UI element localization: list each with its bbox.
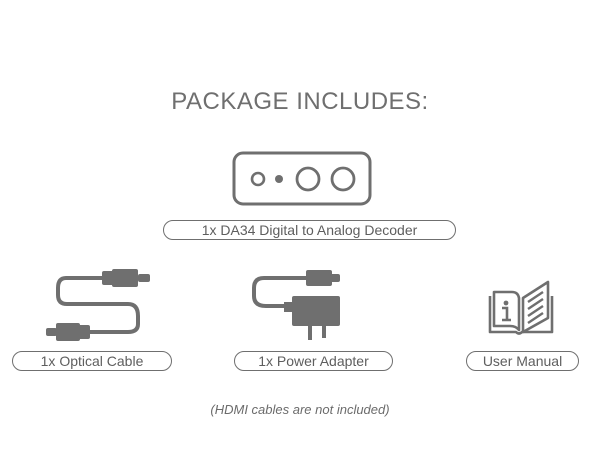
optical-cable-icon [46,269,150,341]
item-label-user-manual: User Manual [466,351,579,371]
item-label-power-adapter: 1x Power Adapter [234,351,393,371]
decoder-device-icon [232,151,372,206]
item-label-decoder: 1x DA34 Digital to Analog Decoder [163,220,456,240]
item-label-optical-cable: 1x Optical Cable [12,351,172,371]
user-manual-icon [488,280,554,335]
hdmi-note: (HDMI cables are not included) [210,402,390,417]
power-adapter-icon [252,270,340,340]
package-title: PACKAGE INCLUDES: [171,88,429,115]
